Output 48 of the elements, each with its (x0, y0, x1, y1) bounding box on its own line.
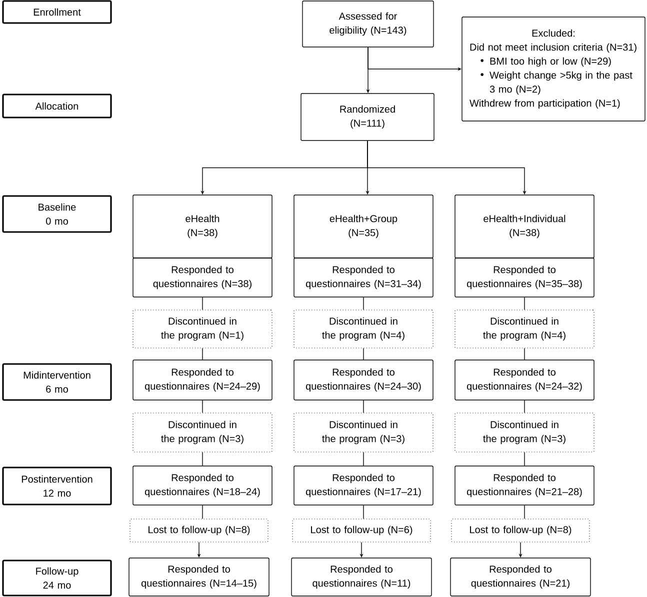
connector-line (524, 400, 525, 414)
connector-line (363, 348, 364, 360)
dropout-box: Lost to follow-up (N=8) (451, 518, 590, 542)
dropout-box: Discontinued in the program (N=3) (132, 412, 272, 452)
connector-line (202, 297, 203, 310)
process-box: eHealth+Group (N=35) (294, 194, 434, 258)
stage-label-box: Follow-up 24 mo (2, 560, 112, 596)
exclusion-box: Excluded: Did not meet inclusion criteria (N=31) BMI too high or low (N=29) Weight change >5kg in the past 3 mo (N=2) Withdrew from participation (N=1) (462, 16, 646, 122)
connector-line (202, 505, 203, 520)
dropout-box: Lost to follow-up (N=6) (292, 518, 431, 542)
process-box: Responded to questionnaires (N=18–24) (132, 466, 272, 506)
process-box: Randomized (N=111) (300, 93, 434, 141)
connector-line (524, 505, 525, 520)
dropout-box: Discontinued in the program (N=1) (132, 310, 272, 348)
connector-line (363, 400, 364, 414)
connector-line (363, 505, 364, 520)
connector-line (202, 400, 203, 414)
process-box: Responded to questionnaires (N=17–21) (294, 466, 434, 506)
connector-line (363, 297, 364, 310)
connector-line (363, 452, 364, 466)
dropout-box: Discontinued in the program (N=3) (454, 412, 594, 452)
connector-line (524, 297, 525, 310)
dropout-box: Discontinued in the program (N=3) (294, 412, 434, 452)
process-box: eHealth (N=38) (132, 194, 272, 258)
stage-label-box: Allocation (2, 94, 112, 118)
process-box: Responded to questionnaires (N=24–30) (294, 360, 434, 400)
process-box: Responded to questionnaires (N=31–34) (294, 258, 434, 298)
connector-line (202, 452, 203, 466)
connector-line (524, 452, 525, 466)
process-box: Responded to questionnaires (N=38) (132, 258, 272, 298)
stage-label-box: Postintervention 12 mo (2, 466, 112, 506)
stage-label-box: Baseline 0 mo (2, 195, 112, 233)
process-box: Responded to questionnaires (N=35–38) (454, 258, 594, 298)
process-box: Responded to questionnaires (N=24–29) (132, 360, 272, 400)
process-box: Responded to questionnaires (N=21–28) (454, 466, 594, 506)
connector-line (202, 348, 203, 360)
stage-label-box: Enrollment (2, 0, 112, 24)
dropout-box: Lost to follow-up (N=8) (130, 518, 268, 542)
stage-label-box: Midintervention 6 mo (2, 363, 112, 401)
process-box: eHealth+Individual (N=38) (454, 194, 594, 258)
process-box: Assessed for eligibility (N=143) (302, 0, 434, 48)
process-box: Responded to questionnaires (N=14–15) (128, 558, 270, 596)
process-box: Responded to questionnaires (N=24–32) (454, 360, 594, 400)
process-box: Responded to questionnaires (N=21) (450, 558, 591, 596)
process-box: Responded to questionnaires (N=11) (291, 558, 432, 596)
connector-line (524, 348, 525, 360)
dropout-box: Discontinued in the program (N=4) (454, 310, 594, 348)
dropout-box: Discontinued in the program (N=4) (294, 310, 434, 348)
